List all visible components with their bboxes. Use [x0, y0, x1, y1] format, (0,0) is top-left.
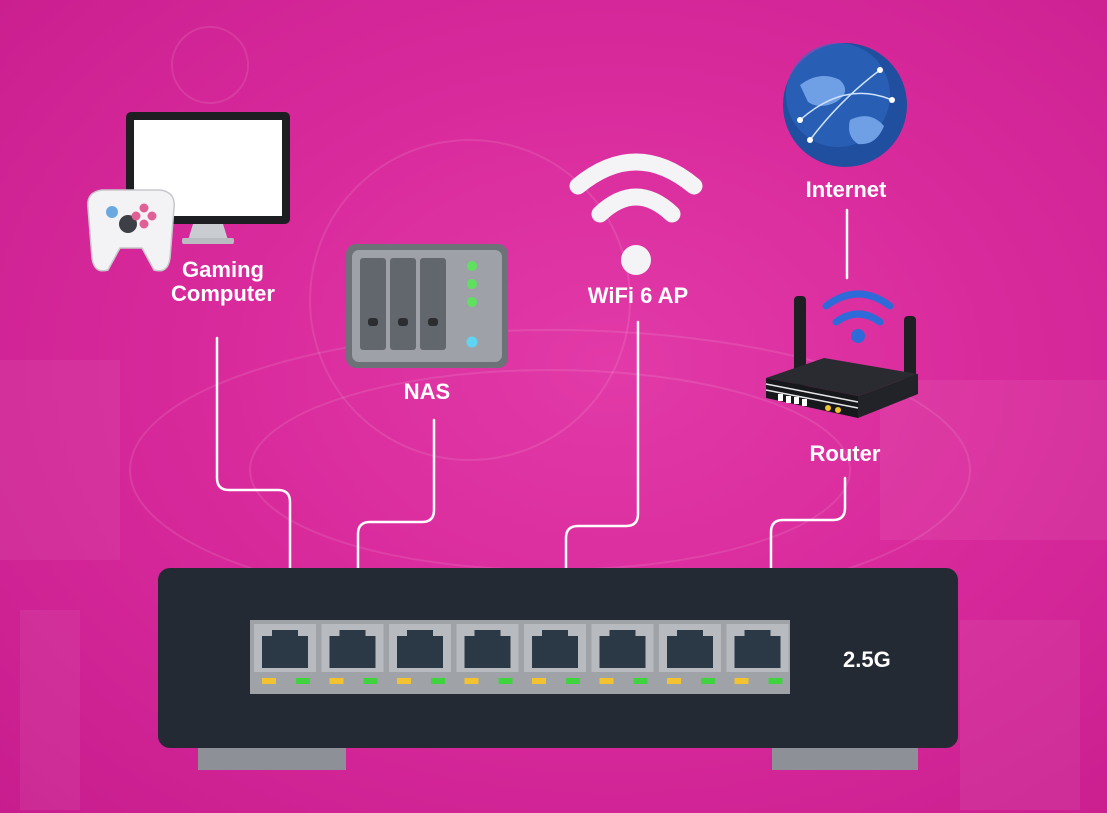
globe-icon: [783, 43, 907, 167]
nas-label: NAS: [403, 379, 451, 404]
wire-gaming-computer: [215, 336, 292, 640]
port-led-green: [363, 678, 378, 684]
port-led-amber: [464, 678, 479, 684]
monitor-with-gamepad-icon: [87, 112, 290, 272]
ethernet-port-2: [321, 624, 384, 684]
port-led-amber: [734, 678, 749, 684]
ethernet-port-7: [659, 624, 721, 684]
port-led-amber: [329, 678, 344, 684]
wire-nas: [356, 418, 436, 640]
ethernet-port-1: [254, 624, 316, 684]
internet-label: Internet: [805, 177, 887, 202]
ethernet-port-3: [389, 624, 451, 684]
switch-speed-label: 2.5G: [843, 647, 891, 672]
ethernet-port-4: [456, 624, 519, 684]
port-led-green: [431, 678, 445, 684]
port-led-amber: [599, 678, 614, 684]
wire-wifi-ap: [564, 320, 640, 640]
wifi-router-icon: [765, 290, 918, 418]
port-led-amber: [262, 678, 276, 684]
network-switch-icon: [158, 568, 958, 770]
port-led-amber: [667, 678, 681, 684]
wifi-ap-label: WiFi 6 AP: [587, 283, 689, 308]
port-led-green: [633, 678, 648, 684]
port-led-amber: [397, 678, 411, 684]
wire-router: [769, 476, 847, 640]
ethernet-port-8: [726, 624, 789, 684]
ethernet-port-6: [591, 624, 654, 684]
port-led-green: [701, 678, 715, 684]
port-led-green: [768, 678, 783, 684]
wifi-signal-icon: [569, 153, 703, 275]
port-led-amber: [532, 678, 546, 684]
ethernet-port-5: [524, 624, 586, 684]
switch-ports: [254, 624, 789, 684]
port-led-green: [566, 678, 580, 684]
nas-storage-icon: [346, 244, 508, 368]
port-led-green: [498, 678, 513, 684]
router-label: Router: [809, 441, 881, 466]
gaming-computer-label: Gaming Computer: [171, 257, 275, 306]
port-led-green: [296, 678, 310, 684]
